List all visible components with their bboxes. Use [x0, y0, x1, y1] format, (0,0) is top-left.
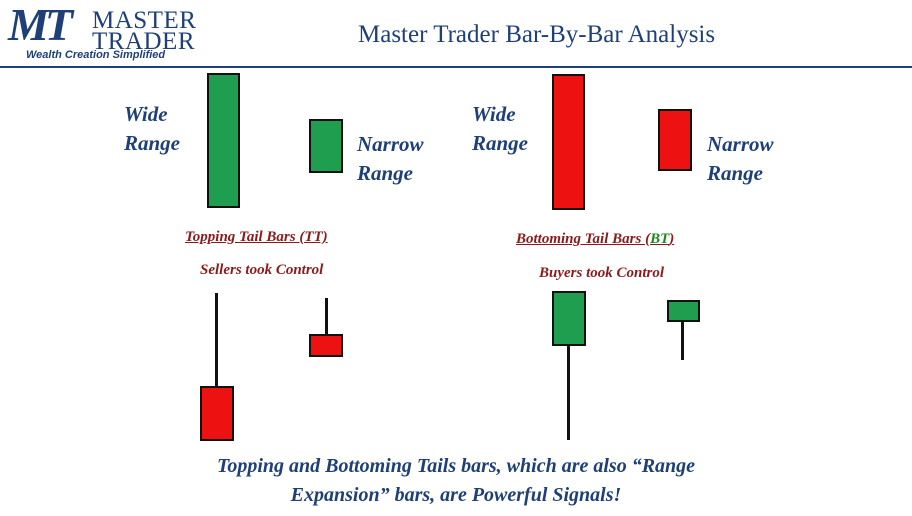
narrow-range-label-left: Narrow Range	[357, 130, 424, 188]
narrow-label: Narrow	[357, 132, 424, 156]
narrow-range-red-bar	[658, 109, 692, 171]
bottoming-tail-body-small	[667, 300, 700, 322]
range-label: Range	[707, 161, 764, 185]
wide-label: Wide	[124, 102, 168, 126]
wide-range-green-bar	[207, 73, 240, 208]
topping-tail-body-small	[309, 334, 343, 357]
header-divider	[0, 66, 912, 68]
narrow-range-label-right: Narrow Range	[707, 130, 774, 188]
range-label: Range	[124, 131, 181, 155]
wide-range-red-bar	[552, 74, 585, 210]
bottoming-heading-suffix: )	[669, 231, 675, 247]
footer-line-2: Expansion” bars, are Powerful Signals!	[290, 484, 622, 506]
narrow-label: Narrow	[707, 132, 774, 156]
wide-range-label-right: Wide Range	[472, 100, 528, 158]
bottoming-heading-prefix: Bottoming Tail Bars (	[516, 231, 651, 247]
topping-tail-heading: Topping Tail Bars (TT)	[185, 229, 328, 245]
wide-label: Wide	[472, 102, 516, 126]
logo-mark: MT	[8, 0, 73, 50]
range-label: Range	[357, 161, 414, 185]
page-title: Master Trader Bar-By-Bar Analysis	[358, 21, 716, 48]
topping-tail-wick-large	[215, 293, 218, 388]
topping-tail-wick-small	[325, 298, 328, 336]
logo-text-trader: TRADER	[92, 28, 195, 55]
bottoming-tail-heading: Bottoming Tail Bars (BT)	[516, 231, 674, 248]
range-label: Range	[472, 131, 529, 155]
topping-tail-body-large	[200, 386, 234, 441]
narrow-range-green-bar	[309, 119, 343, 173]
sellers-took-control: Sellers took Control	[200, 262, 324, 278]
bt-code: BT	[650, 231, 670, 247]
bottoming-tail-body-large	[552, 291, 586, 346]
logo-text-master: MASTER	[92, 7, 197, 34]
wide-range-label-left: Wide Range	[124, 100, 180, 158]
bottoming-tail-wick-large	[567, 344, 570, 440]
logo-tagline: Wealth Creation Simplified	[26, 49, 166, 61]
buyers-took-control: Buyers took Control	[539, 265, 665, 281]
footer-line-1: Topping and Bottoming Tails bars, which …	[216, 455, 696, 477]
bottoming-tail-wick-small	[681, 320, 684, 360]
